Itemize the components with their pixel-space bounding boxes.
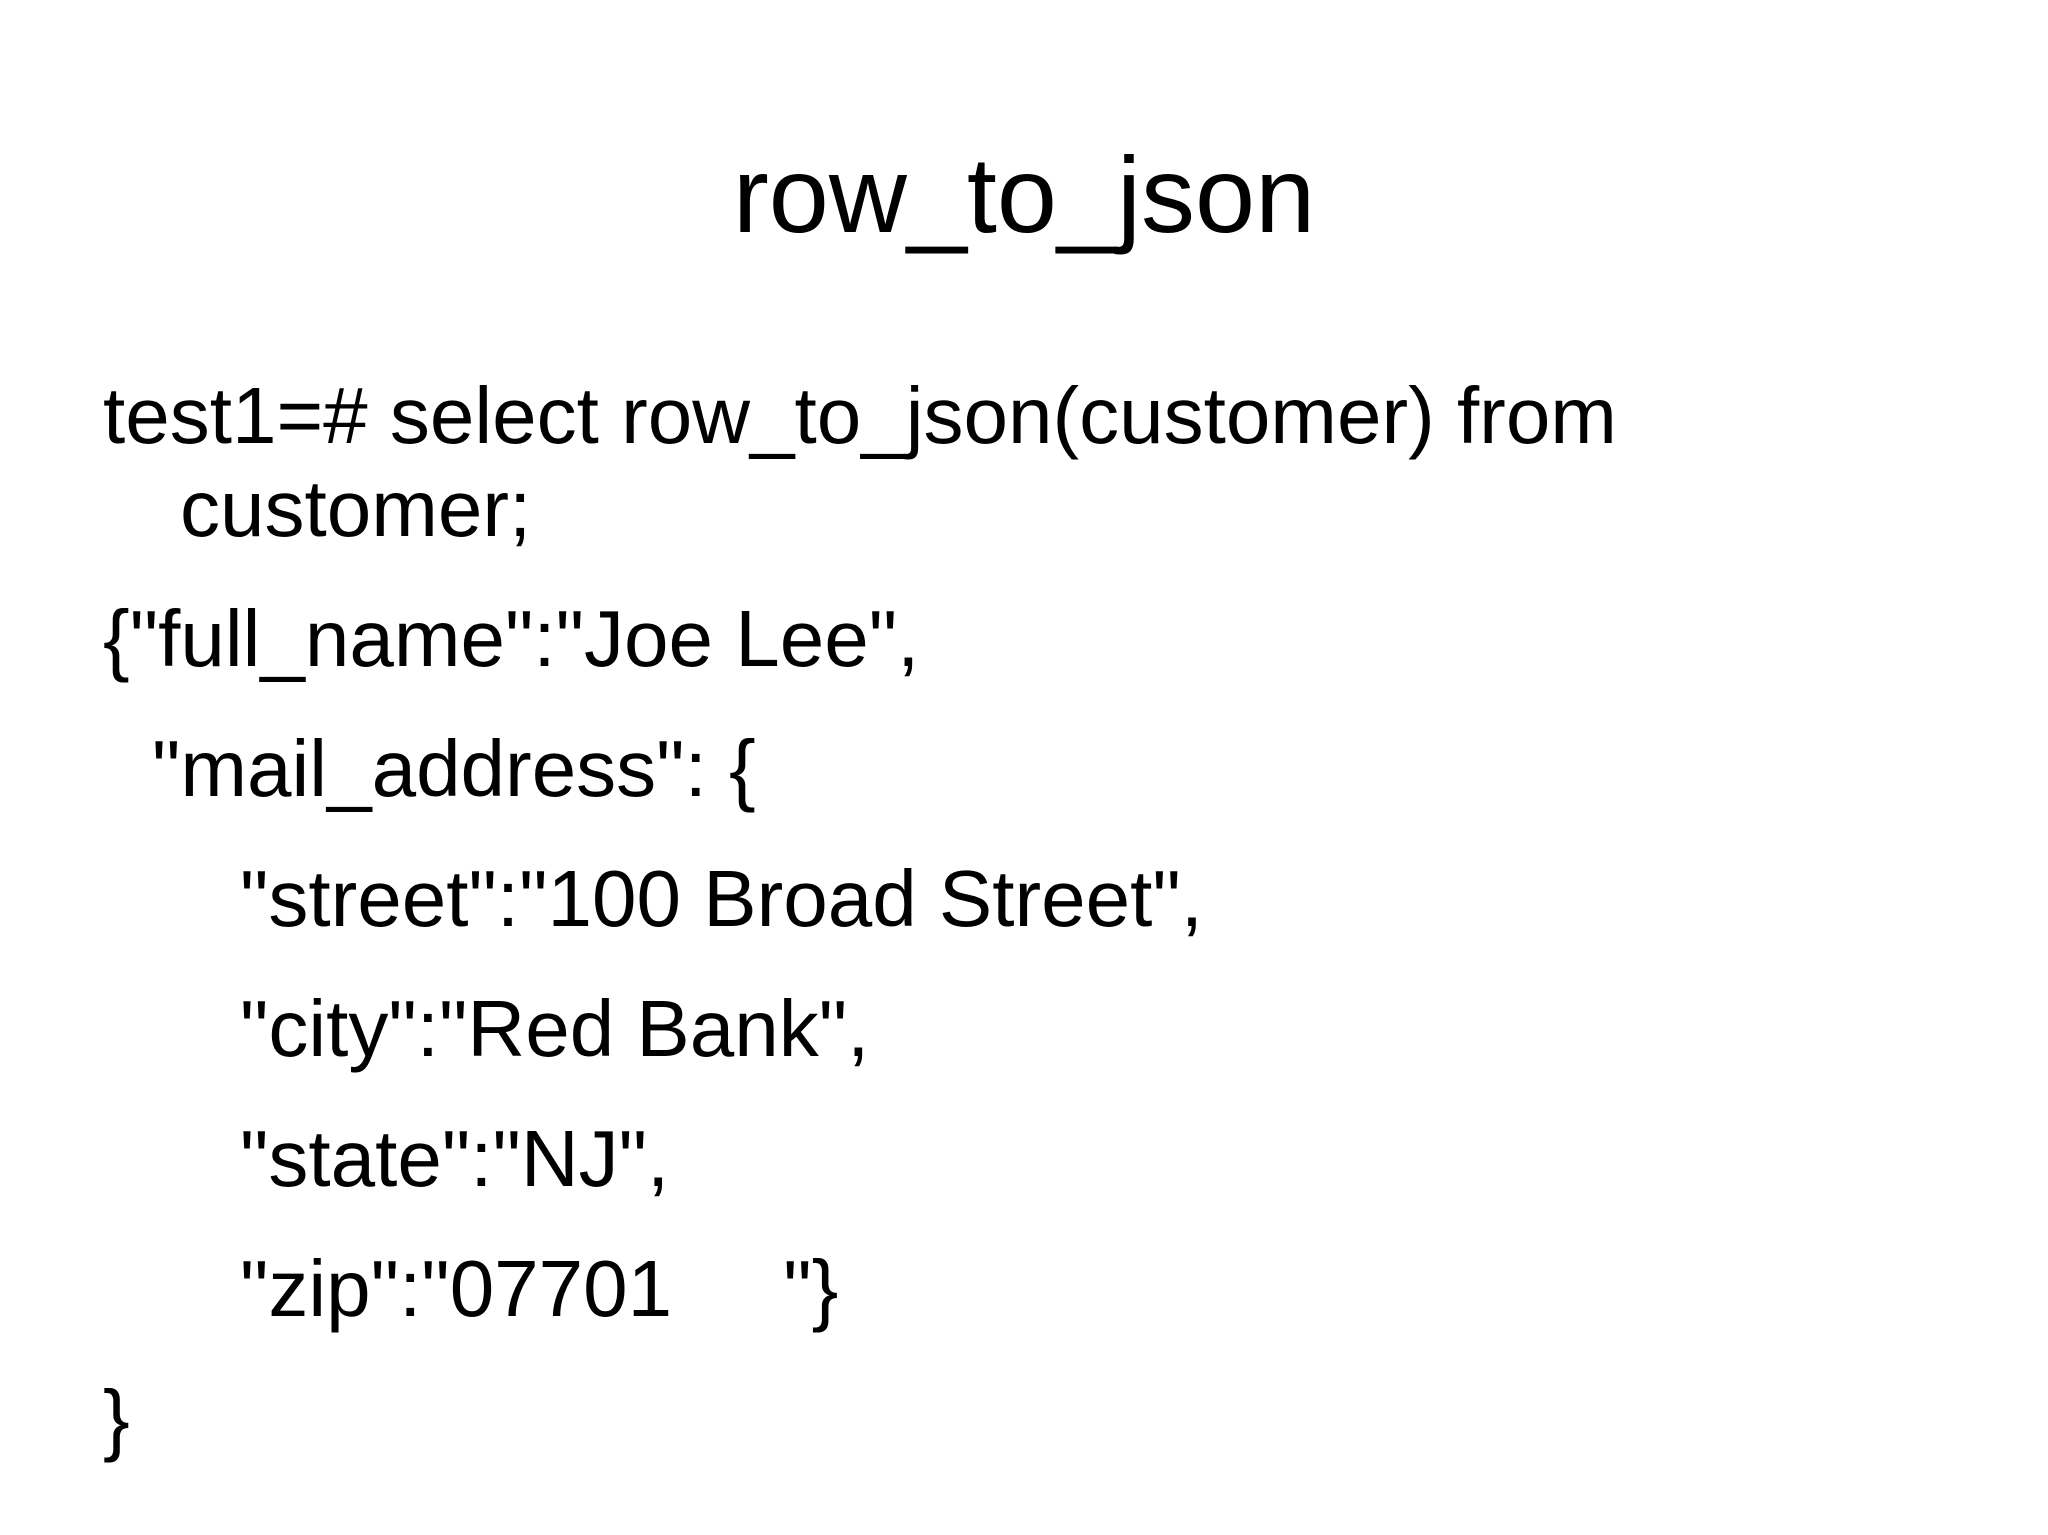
code-line: "zip":"07701 "} [240,1244,839,1334]
code-line: customer; [180,464,532,554]
code-line: "mail_address": { [152,724,756,814]
code-line: test1=# select row_to_json(customer) fro… [103,371,1617,461]
code-line: } [103,1374,130,1464]
code-line: {"full_name":"Joe Lee", [103,594,920,684]
code-block: test1=# select row_to_json(customer) fro… [0,369,2048,1465]
code-line: "state":"NJ", [240,1114,670,1204]
slide-title: row_to_json [732,134,1316,255]
code-line: "city":"Red Bank", [240,984,870,1074]
code-line: "street":"100 Broad Street", [240,854,1203,944]
